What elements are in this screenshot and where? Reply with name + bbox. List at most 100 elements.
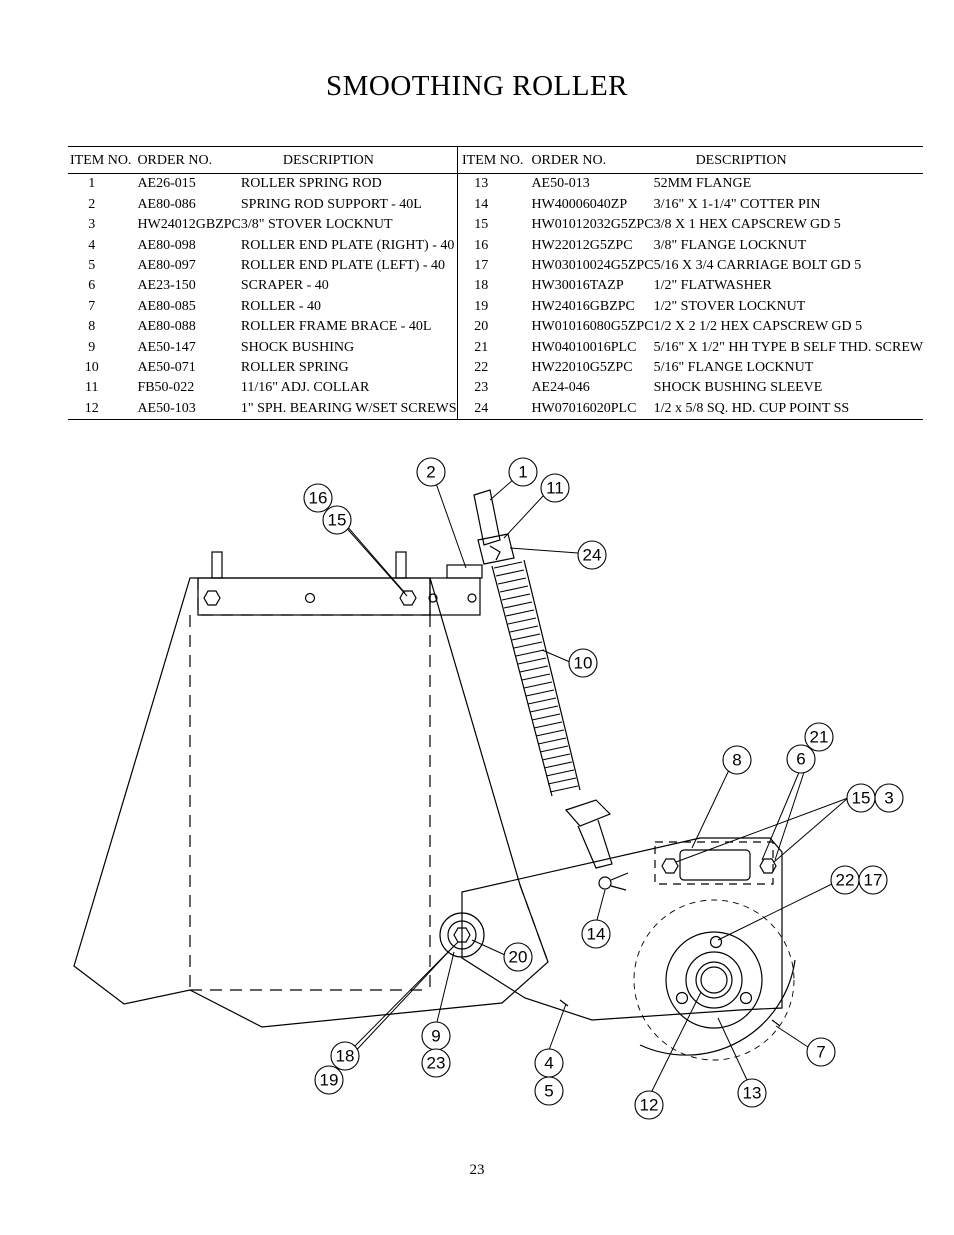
svg-text:13: 13 — [743, 1084, 762, 1103]
order-no-cell: AE50-013 — [531, 176, 590, 192]
item-no-cell: 11 — [84, 380, 99, 396]
order-no-cell: HW01012032G5ZPC — [531, 217, 654, 233]
svg-text:11: 11 — [546, 479, 564, 498]
order-no-cell: AE26-015 — [137, 176, 196, 192]
callout-15-b: 15 — [846, 783, 876, 813]
item-no-cell: 6 — [88, 278, 96, 294]
callout-12: 12 — [634, 1090, 664, 1120]
callout-15: 15 — [322, 505, 352, 535]
description-cell: ROLLER SPRING ROD — [240, 176, 382, 192]
description-cell: ROLLER END PLATE (LEFT) - 40 — [240, 258, 446, 274]
table-header-row: ITEM NO. ORDER NO. DESCRIPTION — [455, 145, 924, 175]
svg-text:20: 20 — [509, 948, 528, 967]
callout-5: 5 — [534, 1076, 564, 1106]
order-no-cell: HW24016GBZPC — [531, 298, 635, 314]
svg-text:24: 24 — [583, 546, 602, 565]
svg-text:22: 22 — [836, 871, 855, 890]
item-no-cell: 7 — [88, 298, 96, 314]
page-number: 23 — [469, 1162, 485, 1178]
svg-text:19: 19 — [320, 1071, 339, 1090]
item-no-cell: 17 — [474, 258, 489, 274]
roller-outline — [639, 959, 796, 1056]
item-no-cell: 14 — [474, 196, 489, 212]
roller-spring — [493, 561, 579, 793]
svg-text:17: 17 — [864, 871, 883, 890]
header-item-no: ITEM NO. — [455, 145, 524, 175]
roller-end-plate — [461, 837, 783, 1021]
description-cell: 1/2" STOVER LOCKNUT — [653, 298, 806, 314]
description-cell: 11/16" ADJ. COLLAR — [240, 380, 370, 396]
order-no-cell: AE80-098 — [137, 237, 196, 253]
table-row: 22 HW22010G5ZPC 5/16" FLANGE LOCKNUT — [455, 358, 923, 378]
item-no-cell: 18 — [474, 278, 489, 294]
item-no-cell: 5 — [88, 258, 96, 274]
callout-18: 18 — [330, 1041, 360, 1071]
svg-text:16: 16 — [309, 489, 328, 508]
header-item-no: ITEM NO. — [68, 145, 132, 175]
callout-10: 10 — [568, 648, 598, 678]
description-cell: 1/2" FLATWASHER — [653, 278, 772, 294]
header-order-no: ORDER NO. — [523, 145, 654, 175]
order-no-cell: AE50-103 — [131, 398, 241, 421]
header-description: DESCRIPTION — [240, 145, 458, 175]
description-cell: 3/8" FLANGE LOCKNUT — [653, 237, 807, 253]
order-no-cell: AE23-150 — [137, 278, 196, 294]
table-row: 4 AE80-098 ROLLER END PLATE (RIGHT) - 40 — [68, 236, 457, 256]
order-no-cell: AE80-086 — [137, 196, 196, 212]
item-no-cell: 23 — [474, 380, 489, 396]
item-no-cell: 12 — [68, 398, 132, 421]
callout-21: 21 — [804, 722, 834, 752]
item-no-cell: 4 — [88, 237, 96, 253]
svg-text:6: 6 — [796, 750, 805, 769]
stud — [211, 551, 223, 579]
description-cell: ROLLER SPRING — [240, 360, 349, 376]
callout-8: 8 — [722, 745, 752, 775]
callout-11: 11 — [540, 473, 570, 503]
svg-text:8: 8 — [732, 751, 741, 770]
order-no-cell: HW22010G5ZPC — [531, 360, 633, 376]
svg-text:14: 14 — [587, 925, 606, 944]
roller-drum — [633, 899, 795, 1061]
callout-23: 23 — [421, 1048, 451, 1078]
item-no-cell: 10 — [84, 360, 99, 376]
spring-rod-support — [429, 577, 481, 616]
svg-text:3: 3 — [884, 789, 893, 808]
item-no-cell: 22 — [474, 360, 489, 376]
callout-2: 2 — [416, 457, 446, 487]
svg-text:21: 21 — [810, 728, 829, 747]
item-no-cell: 3 — [88, 217, 96, 233]
description-cell: ROLLER END PLATE (RIGHT) - 40 — [240, 237, 455, 253]
callout-22: 22 — [830, 865, 860, 895]
description-cell: 52MM FLANGE — [653, 176, 752, 192]
item-no-cell: 19 — [474, 298, 489, 314]
svg-text:15: 15 — [328, 511, 347, 530]
callout-1: 1 — [508, 457, 538, 487]
hex-bolt — [203, 590, 221, 606]
shock-bushing — [439, 912, 485, 958]
table-row: 19 HW24016GBZPC 1/2" STOVER LOCKNUT — [455, 297, 923, 317]
table-header-row: ITEM NO. ORDER NO. DESCRIPTION — [68, 145, 458, 175]
order-no-cell: AE80-088 — [137, 319, 196, 335]
frame-hidden-lines — [189, 578, 431, 991]
order-no-cell: HW03010024G5ZPC — [531, 258, 654, 274]
description-cell: SHOCK BUSHING — [240, 339, 355, 355]
order-no-cell: AE50-071 — [137, 360, 196, 376]
svg-text:4: 4 — [544, 1054, 553, 1073]
svg-text:18: 18 — [336, 1047, 355, 1066]
order-no-cell: HW04010016PLC — [531, 339, 637, 355]
header-order-no: ORDER NO. — [131, 145, 241, 175]
description-cell: 5/16" FLANGE LOCKNUT — [653, 360, 814, 376]
